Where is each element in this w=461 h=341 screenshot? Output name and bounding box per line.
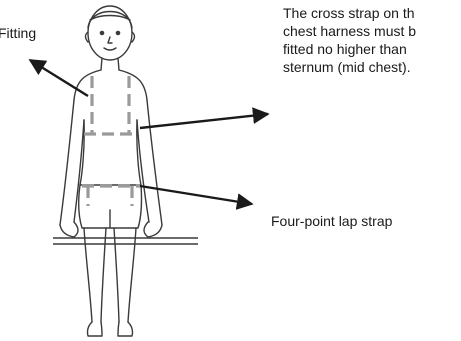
lap-strap-arrow bbox=[140, 186, 252, 204]
harness-straps bbox=[82, 76, 140, 206]
child-outline bbox=[60, 6, 162, 336]
fitting-arrow bbox=[30, 60, 88, 96]
chest-strap-arrow bbox=[140, 114, 268, 128]
seat bbox=[53, 238, 198, 244]
